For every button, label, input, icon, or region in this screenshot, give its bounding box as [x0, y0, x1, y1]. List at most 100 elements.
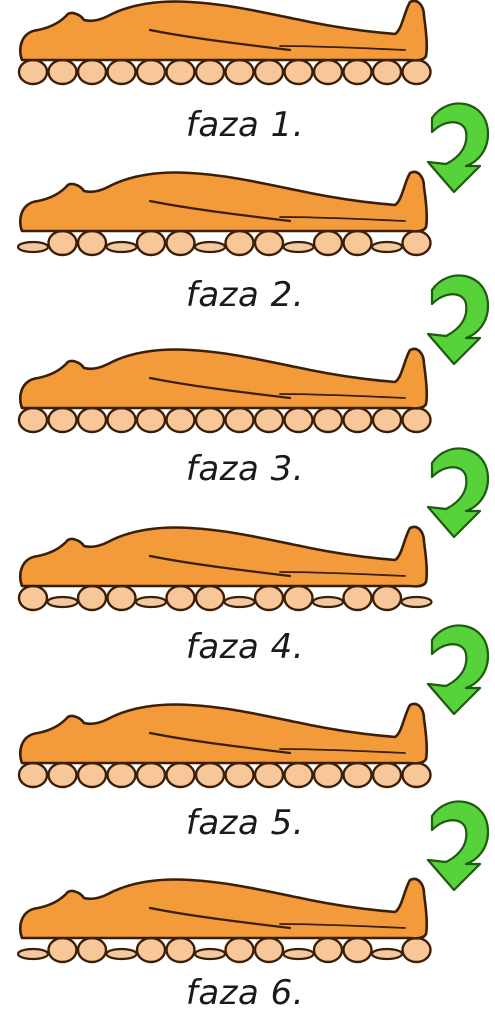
- mattress-cell-inflated: [344, 938, 372, 962]
- mattress-cell-inflated: [344, 586, 372, 610]
- mattress-cell-inflated: [78, 231, 106, 255]
- mattress-cell-deflated: [284, 949, 314, 959]
- phase-4-illustration: [19, 527, 432, 610]
- mattress-cell-inflated: [49, 938, 77, 962]
- phase-2-illustration: [18, 172, 431, 255]
- lying-figure: [20, 879, 427, 938]
- mattress-cell-inflated: [403, 60, 431, 84]
- mattress-cell-inflated: [314, 938, 342, 962]
- mattress-cell-inflated: [285, 60, 313, 84]
- mattress-cell-inflated: [285, 586, 313, 610]
- curved-down-arrow-icon: [428, 275, 488, 364]
- mattress-cell-inflated: [137, 938, 165, 962]
- mattress-cell-deflated: [18, 242, 48, 252]
- mattress-cell-inflated: [137, 231, 165, 255]
- mattress-cell-inflated: [19, 60, 47, 84]
- mattress-cell-deflated: [107, 949, 137, 959]
- mattress-cell-inflated: [108, 586, 136, 610]
- mattress-cell-deflated: [402, 597, 432, 607]
- arrow-shape: [428, 448, 488, 537]
- phase-6-label: faza 6.: [150, 976, 340, 1010]
- mattress-cell-inflated: [226, 231, 254, 255]
- mattress-cell-inflated: [19, 763, 47, 787]
- mattress-cell-inflated: [285, 408, 313, 432]
- phase-1-label: faza 1.: [150, 108, 340, 142]
- arrow-shape: [428, 801, 488, 890]
- phase-3-label: faza 3.: [150, 452, 340, 486]
- mattress-cell-inflated: [255, 763, 283, 787]
- mattress-cell-deflated: [48, 597, 78, 607]
- mattress-cell-inflated: [373, 408, 401, 432]
- mattress-cell-inflated: [108, 408, 136, 432]
- phase-3-illustration: [19, 349, 431, 432]
- mattress-cell-inflated: [255, 60, 283, 84]
- mattress-cell-inflated: [403, 763, 431, 787]
- mattress-cell-inflated: [196, 408, 224, 432]
- mattress-cell-inflated: [78, 408, 106, 432]
- lying-figure: [20, 349, 427, 408]
- mattress-cell-deflated: [372, 949, 402, 959]
- mattress-cell-inflated: [314, 408, 342, 432]
- mattress-cell-inflated: [403, 231, 431, 255]
- mattress-cell-inflated: [137, 60, 165, 84]
- mattress-cell-inflated: [108, 60, 136, 84]
- mattress-cell-deflated: [195, 242, 225, 252]
- mattress-cell-inflated: [196, 60, 224, 84]
- phase-5-label: faza 5.: [150, 806, 340, 840]
- mattress-cell-inflated: [344, 763, 372, 787]
- mattress-cell-inflated: [137, 763, 165, 787]
- mattress-cell-inflated: [167, 231, 195, 255]
- lying-figure: [20, 172, 427, 231]
- mattress-cell-inflated: [19, 408, 47, 432]
- mattress-cell-deflated: [284, 242, 314, 252]
- mattress-cell-deflated: [225, 597, 255, 607]
- mattress-cell-inflated: [167, 763, 195, 787]
- mattress-cell-inflated: [373, 586, 401, 610]
- mattress-cell-inflated: [167, 60, 195, 84]
- mattress-cell-inflated: [167, 408, 195, 432]
- mattress-cell-inflated: [49, 408, 77, 432]
- mattress-cell-inflated: [255, 586, 283, 610]
- mattress-cell-inflated: [344, 60, 372, 84]
- mattress-cell-inflated: [344, 408, 372, 432]
- mattress-cell-inflated: [226, 938, 254, 962]
- mattress-cell-inflated: [49, 60, 77, 84]
- mattress-cell-inflated: [196, 763, 224, 787]
- mattress-cell-inflated: [167, 938, 195, 962]
- mattress-cell-inflated: [314, 231, 342, 255]
- phase-6-illustration: [18, 879, 431, 962]
- curved-down-arrow-icon: [428, 625, 488, 714]
- phase-5-illustration: [19, 704, 431, 787]
- mattress-cell-inflated: [78, 763, 106, 787]
- mattress-cell-inflated: [403, 408, 431, 432]
- arrow-shape: [428, 275, 488, 364]
- arrow-shape: [428, 103, 488, 192]
- mattress-cell-inflated: [167, 586, 195, 610]
- mattress-cell-deflated: [136, 597, 166, 607]
- lying-figure: [20, 1, 427, 60]
- mattress-cell-inflated: [403, 938, 431, 962]
- mattress-cell-inflated: [19, 586, 47, 610]
- mattress-cell-inflated: [255, 408, 283, 432]
- mattress-cell-inflated: [137, 408, 165, 432]
- mattress-cell-inflated: [49, 231, 77, 255]
- mattress-cell-deflated: [372, 242, 402, 252]
- mattress-cell-inflated: [196, 586, 224, 610]
- mattress-cell-inflated: [373, 763, 401, 787]
- mattress-cell-inflated: [314, 60, 342, 84]
- curved-down-arrow-icon: [428, 801, 488, 890]
- mattress-cell-inflated: [314, 763, 342, 787]
- mattress-cell-deflated: [18, 949, 48, 959]
- mattress-cell-inflated: [255, 231, 283, 255]
- arrow-shape: [428, 625, 488, 714]
- mattress-cell-inflated: [285, 763, 313, 787]
- mattress-cell-inflated: [78, 60, 106, 84]
- mattress-cell-inflated: [373, 60, 401, 84]
- phase-2-label: faza 2.: [150, 278, 340, 312]
- mattress-cell-inflated: [49, 763, 77, 787]
- mattress-cell-inflated: [78, 586, 106, 610]
- mattress-cell-deflated: [313, 597, 343, 607]
- mattress-cell-inflated: [226, 763, 254, 787]
- mattress-cell-inflated: [108, 763, 136, 787]
